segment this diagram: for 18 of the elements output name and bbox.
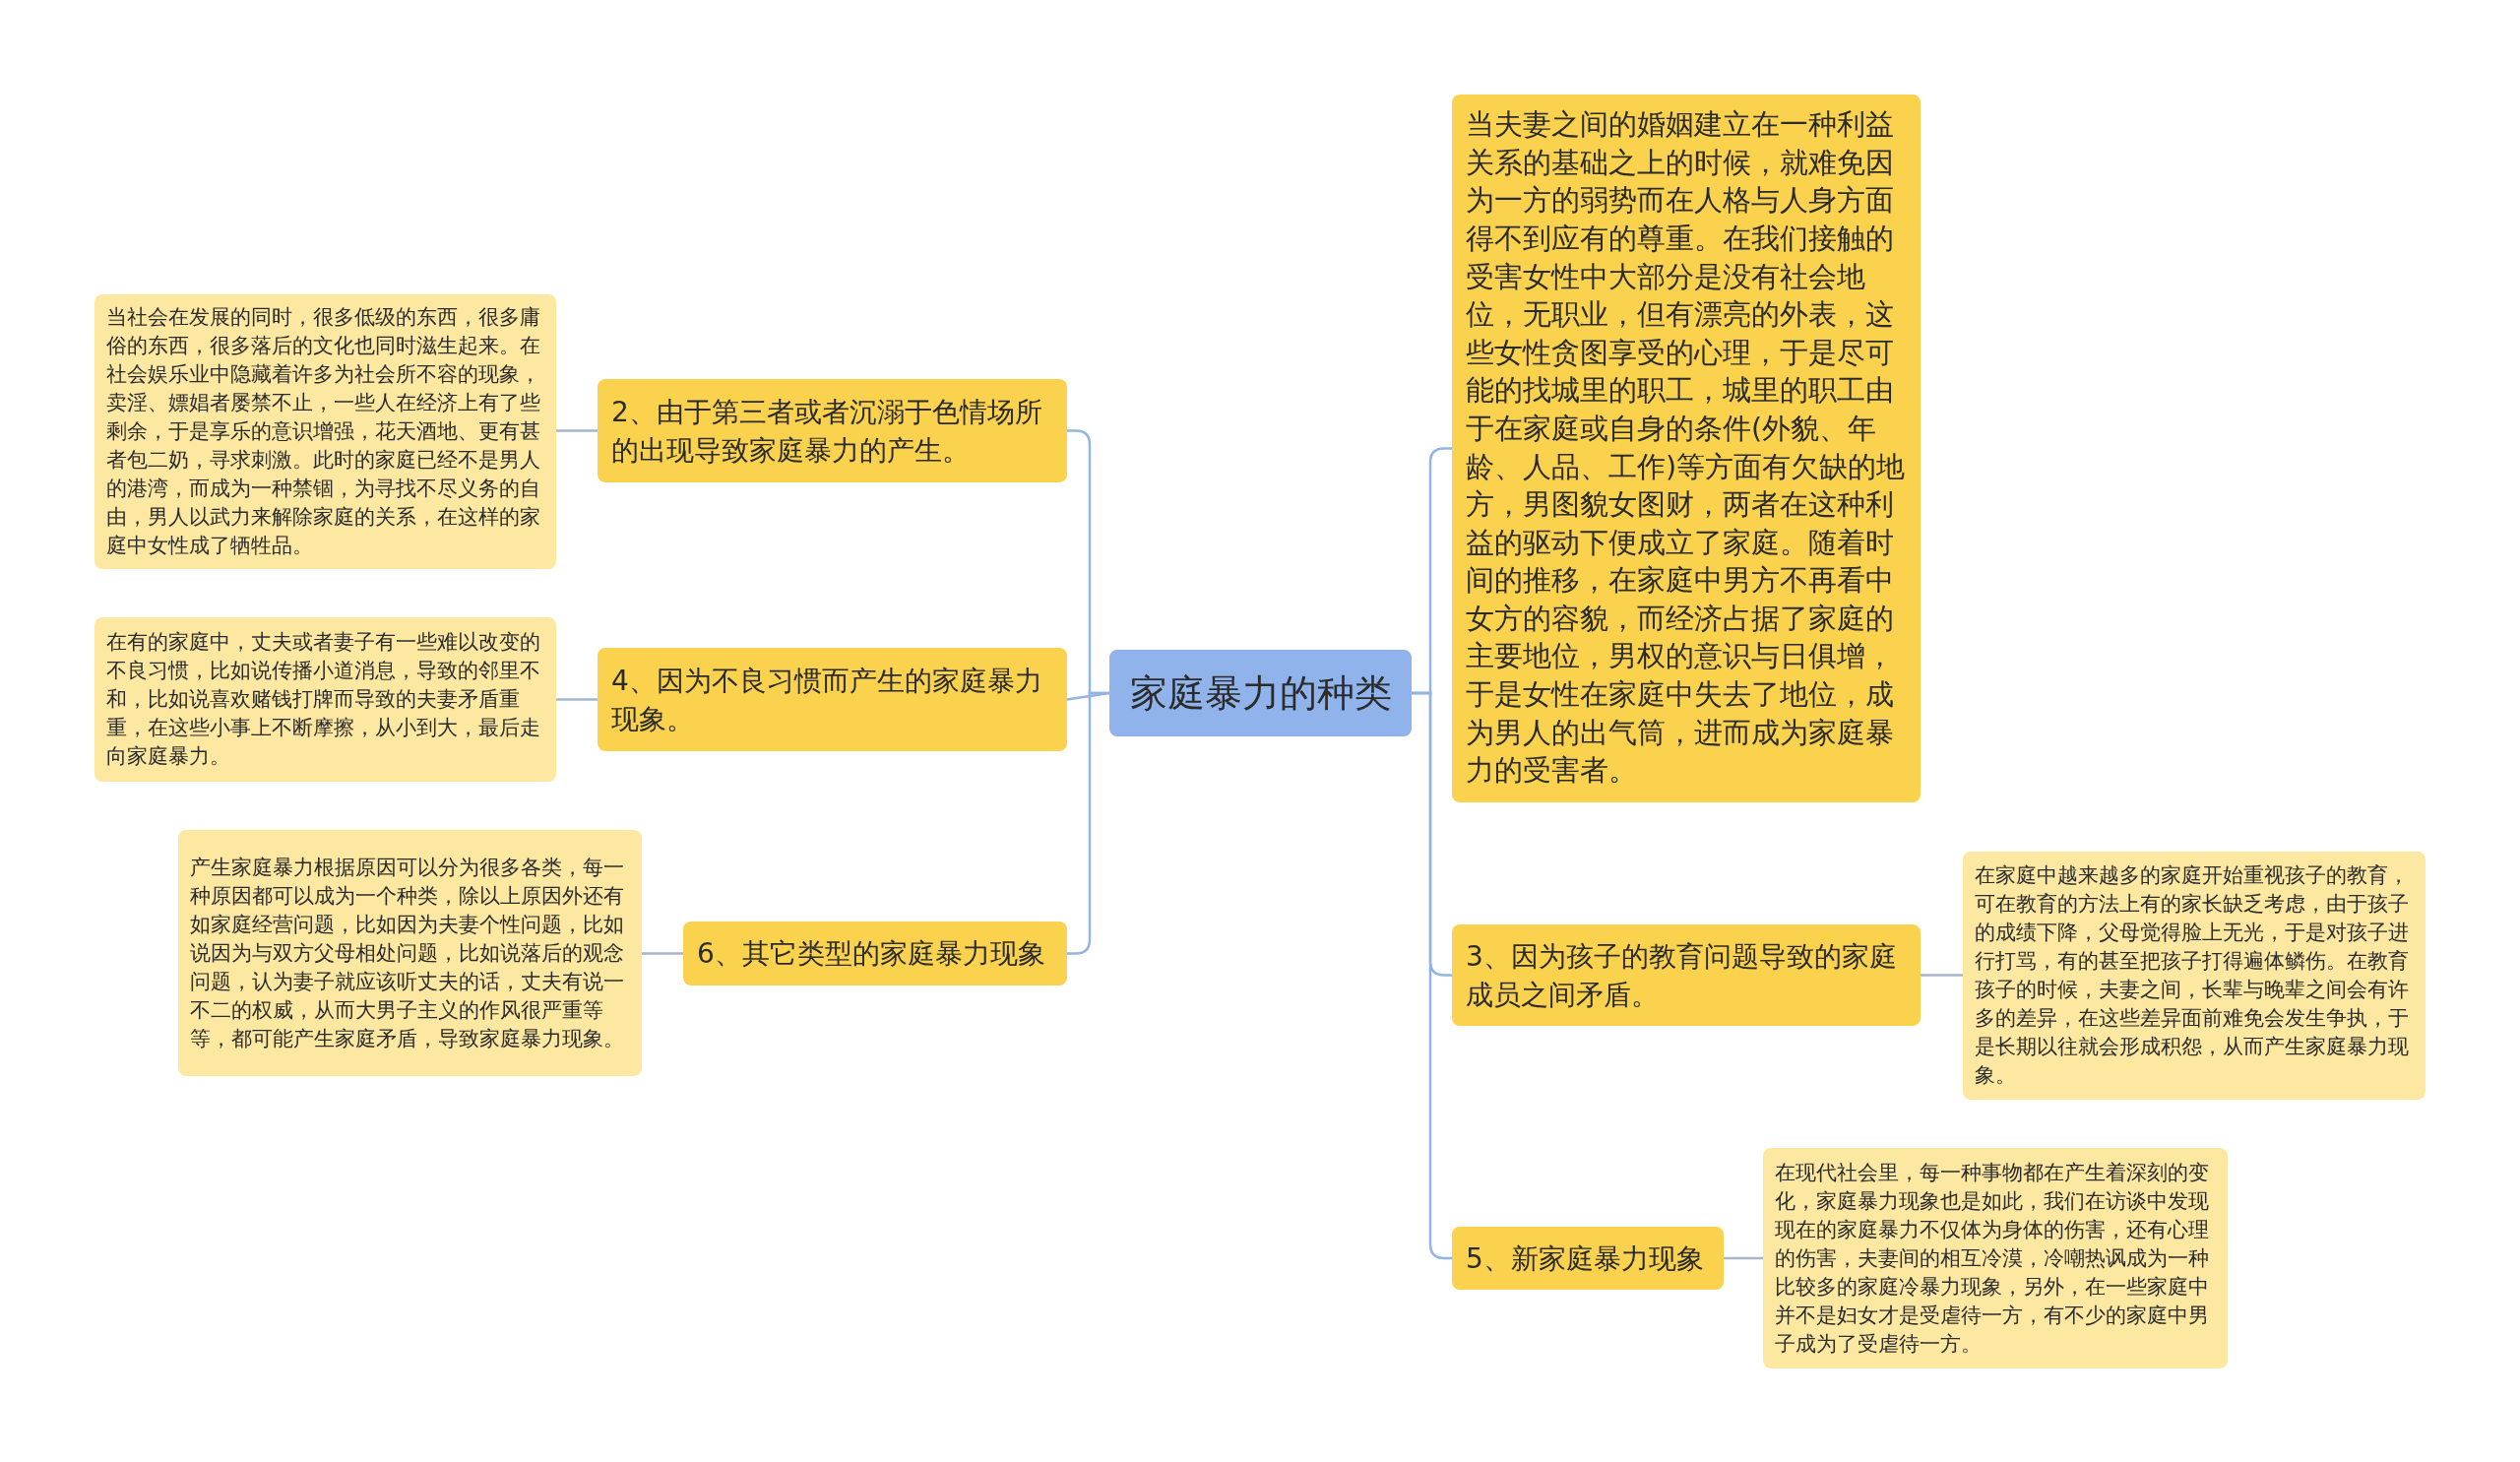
topic-box: 4、因为不良习惯而产生的家庭暴力现象。 <box>598 648 1067 751</box>
topic-box: 当夫妻之间的婚姻建立在一种利益关系的基础之上的时候，就难免因为一方的弱势而在人格与人身方面得不到应有的尊重。在我们接触的受害女性中大部分是没有社会地位，无职业，但有漂亮的外表，这些女性贪图享受的心理，于是尽可能的找城里的职工，城里的职工由于在家庭或自身的条件(外貌、年龄、人品、工作)等方面有欠缺的地方，男图貌女图财，两者在这种利益的驱动下便成立了家庭。随着时间的推移，在家庭中男方不再看中女方的容貌，而经济占据了家庭的主要地位，男权的意识与日俱增，于是女性在家庭中失去了地位，成为男人的出气筒，进而成为家庭暴力的受害者。 <box>1452 95 1921 802</box>
note-box: 产生家庭暴力根据原因可以分为很多各类，每一种原因都可以成为一个种类，除以上原因外还有如家庭经营问题，比如因为夫妻个性问题，比如说因为与双方父母相处问题，比如说落后的观念问题，认为妻子就应该听丈夫的话，丈夫有说一不二的权威，从而大男子主义的作风很严重等等，都可能产生家庭矛盾，导致家庭暴力现象。 <box>178 830 642 1076</box>
central-topic-box: 家庭暴力的种类 <box>1109 650 1412 736</box>
topic-box: 2、由于第三者或者沉溺于色情场所的出现导致家庭暴力的产生。 <box>598 379 1067 482</box>
note-box: 在家庭中越来越多的家庭开始重视孩子的教育，可在教育的方法上有的家长缺乏考虑，由于孩子的成绩下降，父母觉得脸上无光，于是对孩子进行打骂，有的甚至把孩子打得遍体鳞伤。在教育孩子的时候，夫妻之间，长辈与晚辈之间会有许多的差异，在这些差异面前难免会发生争执，于是长期以往就会形成积怨，从而产生家庭暴力现象。 <box>1963 852 2426 1100</box>
connector-line <box>642 952 683 955</box>
topic-box: 3、因为孩子的教育问题导致的家庭成员之间矛盾。 <box>1452 924 1921 1026</box>
note-box: 当社会在发展的同时，很多低级的东西，很多庸俗的东西，很多落后的文化也同时滋生起来。在社会娱乐业中隐藏着许多为社会所不容的现象，卖淫、嫖娼者屡禁不止，一些人在经济上有了些剩余，于是享乐的意识增强，花天酒地、更有甚者包二奶，寻求刺激。此时的家庭已经不是男人的港湾，而成为一种禁锢，为寻找不尽义务的自由，男人以武力来解除家庭的关系，在这样的家庭中女性成了牺牲品。 <box>94 294 556 569</box>
connector-line <box>556 698 598 701</box>
note-box: 在有的家庭中，丈夫或者妻子有一些难以改变的不良习惯，比如说传播小道消息，导致的邻里不和，比如说喜欢赌钱打牌而导致的夫妻矛盾重重，在这些小事上不断摩擦，从小到大，最后走向家庭暴力。 <box>94 617 556 782</box>
connector-line <box>1724 1256 1763 1260</box>
connector-line <box>556 429 598 432</box>
connector-line <box>1921 974 1963 977</box>
connector-line <box>1066 691 1110 701</box>
note-box: 在现代社会里，每一种事物都在产生着深刻的变化，家庭暴力现象也是如此，我们在访谈中发现现在的家庭暴力不仅体为身体的伤害，还有心理的伤害，夫妻间的相互冷漠，冷嘲热讽成为一种比较多的家庭冷暴力现象，另外，在一些家庭中并不是妇女才是受虐待一方，有不少的家庭中男子成为了受虐待一方。 <box>1763 1148 2228 1368</box>
topic-box: 6、其它类型的家庭暴力现象 <box>683 922 1067 985</box>
topic-box: 5、新家庭暴力现象 <box>1452 1227 1724 1290</box>
